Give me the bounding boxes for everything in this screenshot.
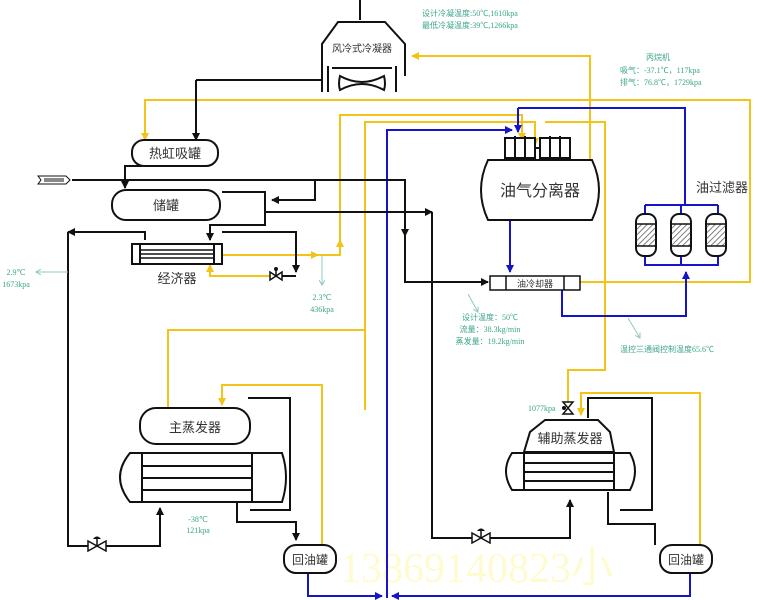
oil-lines — [307, 107, 691, 600]
three-way-valve-note: 温控三通阀控制温度65.6℃ — [620, 344, 714, 354]
oil-return-tank-1-label: 回油罐 — [292, 553, 328, 567]
annotation-leaders — [36, 255, 640, 338]
oil-separator[interactable]: 油气分离器 — [480, 136, 600, 221]
compressor-suction: 吸气：-37.1℃，117kpa — [620, 65, 700, 75]
main-evaporator[interactable]: 主蒸发器 — [119, 407, 287, 503]
hot-gas-tank-label: 热虹吸罐 — [149, 147, 201, 162]
gas-lines — [141, 52, 751, 545]
receiver-tank[interactable]: 储罐 — [111, 189, 221, 221]
oil-cooler-flow: 流量：38.3kg/min — [460, 324, 521, 334]
oil-cooler[interactable]: 油冷却器 — [489, 275, 581, 291]
econ-temp: 2.3℃ — [313, 293, 332, 302]
econ-pressure: 436kpa — [310, 305, 334, 314]
oil-return-tank-1[interactable]: 回油罐 — [283, 544, 337, 574]
compressor-discharge: 排气：76.8℃，1729kpa — [620, 77, 702, 87]
condenser-design-note: 设计冷凝温度:50℃,1610kpa — [422, 8, 518, 18]
evap-temp: -38℃ — [188, 515, 208, 524]
aux-evaporator[interactable]: 辅助蒸发器 — [505, 419, 636, 491]
air-cooled-condenser[interactable]: 风冷式冷凝器 — [262, 21, 406, 92]
economizer-label: 经济器 — [157, 272, 196, 287]
oil-return-tank-2[interactable]: 回油罐 — [659, 544, 713, 574]
condenser-label: 风冷式冷凝器 — [332, 42, 392, 55]
liquid-lines — [67, 0, 656, 547]
compressor-title: 丙烷机 — [646, 52, 670, 62]
aux-evaporator-label: 辅助蒸发器 — [537, 431, 602, 447]
inlet-tag — [37, 175, 71, 185]
watermark: 13869140823小 — [340, 546, 613, 592]
oil-cooler-label: 油冷却器 — [517, 278, 553, 290]
aux-valve-pressure: 1077kpa — [528, 404, 556, 413]
receiver-label: 储罐 — [153, 199, 179, 214]
annotations: 设计冷凝温度:50℃,1610kpa 最低冷凝温度:39℃,1266kpa 丙烷… — [2, 8, 714, 535]
oil-separator-label: 油气分离器 — [500, 181, 580, 200]
expansion-valve-aux[interactable] — [471, 528, 491, 545]
economizer[interactable]: 经济器 — [131, 243, 223, 287]
left-line-pressure: 1673kpa — [2, 280, 30, 289]
solenoid-valve-aux[interactable] — [561, 401, 575, 415]
main-evaporator-label: 主蒸发器 — [169, 420, 221, 436]
left-line-temp: 2.9℃ — [7, 268, 26, 277]
oil-cooler-design-temp: 设计温度：50℃ — [462, 312, 518, 322]
oil-return-tank-2-label: 回油罐 — [668, 553, 704, 567]
oil-cooler-evap: 蒸发量：19.2kg/min — [456, 336, 525, 346]
hot-gas-tank[interactable]: 热虹吸罐 — [131, 139, 219, 167]
expansion-valve-main[interactable] — [87, 536, 107, 553]
evap-pressure: 121kpa — [186, 526, 210, 535]
oil-filter-label: 油过滤器 — [696, 181, 748, 196]
expansion-valve-economizer[interactable] — [269, 267, 283, 282]
oil-filter-bank[interactable]: 油过滤器 — [635, 181, 748, 266]
condenser-min-note: 最低冷凝温度:39℃,1266kpa — [422, 20, 518, 30]
